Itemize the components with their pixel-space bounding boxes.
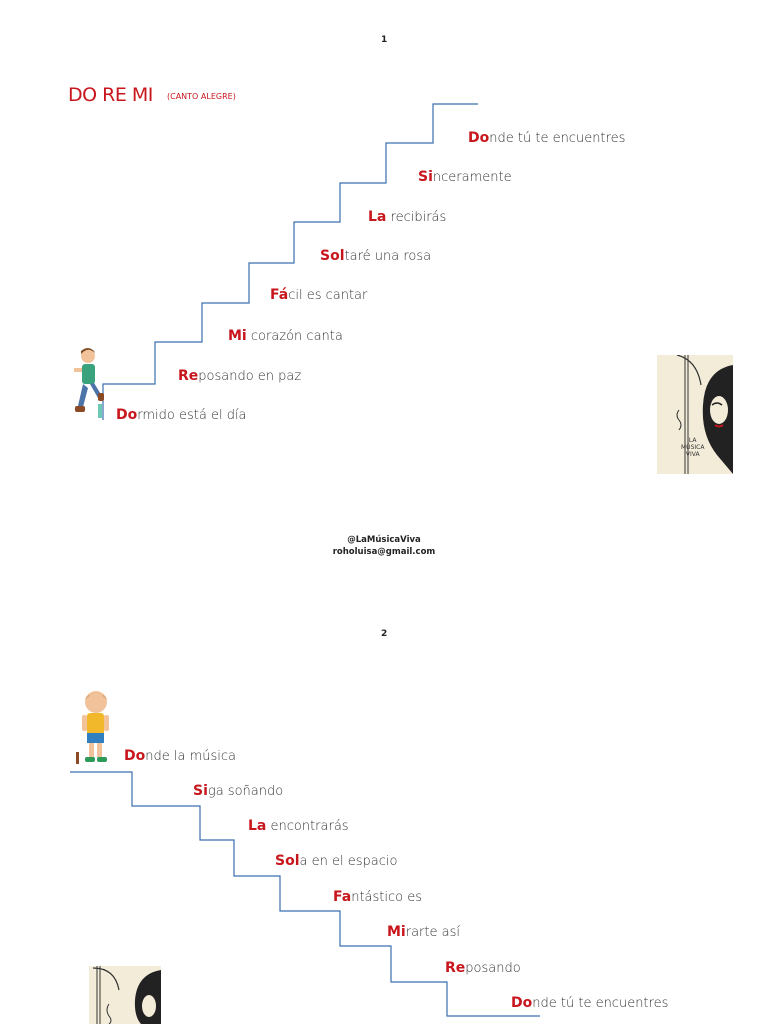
song-subtitle: (CANTO ALEGRE) xyxy=(167,92,236,101)
la-musica-viva-logo-partial xyxy=(89,966,161,1025)
song-title: DO RE MI xyxy=(68,84,153,106)
lyric-line: Soltaré una rosa xyxy=(320,248,432,264)
lyric-line: Sinceramente xyxy=(418,169,512,185)
lyric-line: Sola en el espacio xyxy=(275,853,398,869)
lyric-line: Fantástico es xyxy=(333,889,422,905)
lyric-line: Donde la música xyxy=(124,748,236,764)
lyric-line: Fácil es cantar xyxy=(270,287,368,303)
footer-handle: @LaMúsicaViva xyxy=(347,535,421,545)
footer-email: roholuisa@gmail.com xyxy=(332,547,436,557)
violin-face-icon xyxy=(676,354,733,474)
boy-climbing-illustration xyxy=(74,348,104,418)
la-musica-viva-logo: LA MÚSICA VIVA xyxy=(657,354,733,474)
boy-walking-illustration xyxy=(76,691,109,764)
lyric-line: Reposando en paz xyxy=(178,368,302,384)
lyric-line: Mirarte así xyxy=(387,924,460,940)
staircase-down xyxy=(70,771,540,1017)
lyric-line: Siga soñando xyxy=(193,783,284,799)
lyric-line: Reposando xyxy=(445,960,521,976)
lyric-line: Dormido está el día xyxy=(116,407,247,423)
lyric-line: Mi corazón canta xyxy=(228,328,343,344)
violin-face-icon xyxy=(92,966,161,1025)
page-number-1: 1 xyxy=(381,35,388,45)
lyric-line: La recibirás xyxy=(368,209,447,225)
lyric-line: Donde tú te encuentres xyxy=(468,130,626,146)
logo-text: LA MÚSICA VIVA xyxy=(681,437,705,458)
lyric-line: Donde tú te encuentres xyxy=(511,995,669,1011)
page-number-2: 2 xyxy=(381,629,388,639)
lyric-line: La encontrarás xyxy=(248,818,349,834)
